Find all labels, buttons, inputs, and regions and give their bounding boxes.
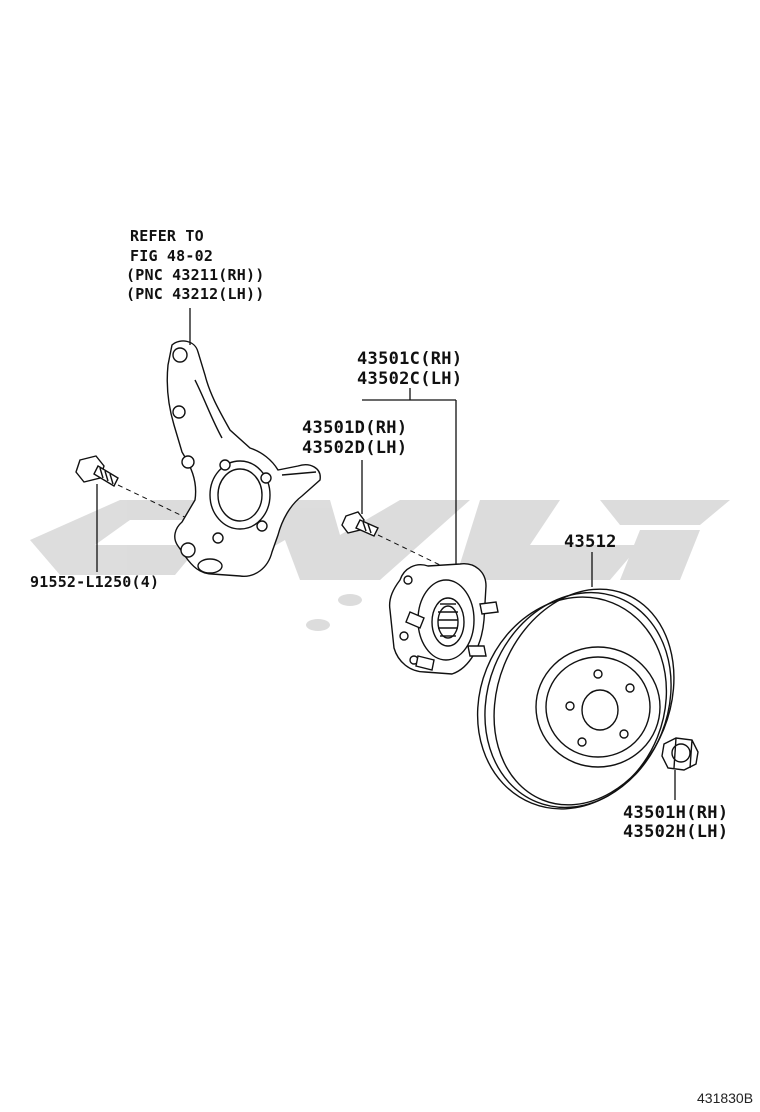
- brake-disc-part: [476, 588, 675, 810]
- brake-disc-label: 43512: [564, 532, 617, 552]
- hub-bolt-part: [341, 511, 379, 537]
- hub-bolt-dashed-line: [377, 534, 441, 566]
- hub-nut-part: [661, 737, 699, 771]
- refer-note-line-1: REFER TO: [130, 227, 204, 245]
- figure-number: 431830B: [697, 1090, 754, 1106]
- hub-bolt-label-lh: 43502D(LH): [302, 438, 408, 458]
- steering-knuckle: [166, 340, 321, 577]
- watermark-logo: [30, 500, 730, 631]
- refer-note-line-4: (PNC 43212(LH)): [126, 285, 265, 303]
- hub-assembly-label-lh: 43502C(LH): [357, 369, 463, 389]
- knuckle-bolt-part: [75, 455, 119, 487]
- hub-nut-label-lh: 43502H(LH): [623, 822, 729, 842]
- refer-note-line-2: FIG 48-02: [130, 247, 214, 265]
- refer-note-line-3: (PNC 43211(RH)): [126, 266, 265, 284]
- hub-bolt-label-rh: 43501D(RH): [302, 418, 408, 438]
- hub-assembly-part: [388, 563, 499, 675]
- hub-assembly-leader: [362, 388, 457, 568]
- hub-assembly-label-rh: 43501C(RH): [357, 349, 463, 369]
- hub-nut-label-rh: 43501H(RH): [623, 803, 729, 823]
- knuckle-bolt-label: 91552-L1250(4): [30, 573, 160, 591]
